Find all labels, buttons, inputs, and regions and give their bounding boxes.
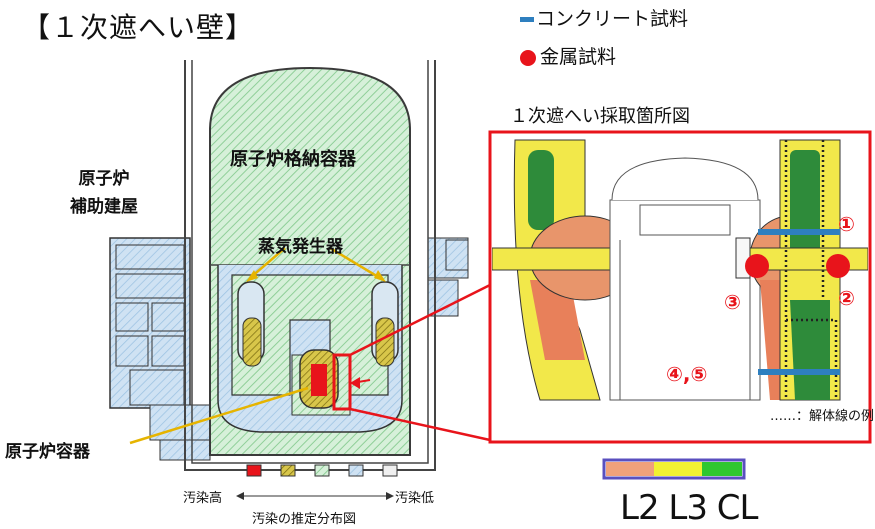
legend-concrete-label: コンクリート試料 (536, 8, 689, 30)
aux-building-label: 原子炉 補助建屋 (70, 165, 138, 221)
zone-color-bar (602, 458, 746, 480)
page-title: 【１次遮へい壁】 (22, 11, 255, 44)
legend-metal-label: 金属試料 (540, 46, 617, 68)
contamination-high-label: 汚染高 (183, 491, 223, 506)
sample-point-3: ③ (724, 290, 741, 314)
metal-sample-dot (826, 254, 850, 278)
steam-generator-label: 蒸気発生器 (258, 237, 343, 257)
metal-legend-icon (520, 49, 536, 66)
zone-labels: L2 L3 CL (620, 488, 758, 528)
legend-concrete: コンクリート試料 (520, 4, 688, 31)
distribution-title: 汚染の推定分布図 (252, 512, 357, 527)
reactor-vessel (299, 349, 339, 409)
aux-building-label-line2: 補助建屋 (70, 197, 138, 217)
sample-point-2: ② (838, 286, 855, 310)
sample-point-1: ① (838, 212, 855, 236)
steam-generator-right (371, 281, 399, 367)
contamination-swatches (246, 464, 398, 477)
outer-shell (184, 60, 436, 471)
steam-generator-left (237, 281, 265, 367)
reactor-vessel-label: 原子炉容器 (5, 442, 90, 462)
sampling-location-box (332, 353, 352, 411)
contamination-low-label: 汚染低 (395, 491, 435, 506)
sampling-title: １次遮へい採取箇所図 (510, 106, 690, 127)
cut-line-legend: ……：解体線の例 (770, 409, 875, 424)
aux-building-blocks (109, 237, 211, 461)
legend-metal: 金属試料 (520, 42, 616, 69)
concrete-legend-icon (520, 17, 534, 22)
sample-point-4-5: ④,⑤ (666, 362, 708, 386)
metal-sample-dot (745, 254, 769, 278)
containment-label: 原子炉格納容器 (230, 149, 356, 170)
aux-building-label-line1: 原子炉 (78, 169, 130, 189)
sampling-detail-panel (488, 130, 872, 444)
